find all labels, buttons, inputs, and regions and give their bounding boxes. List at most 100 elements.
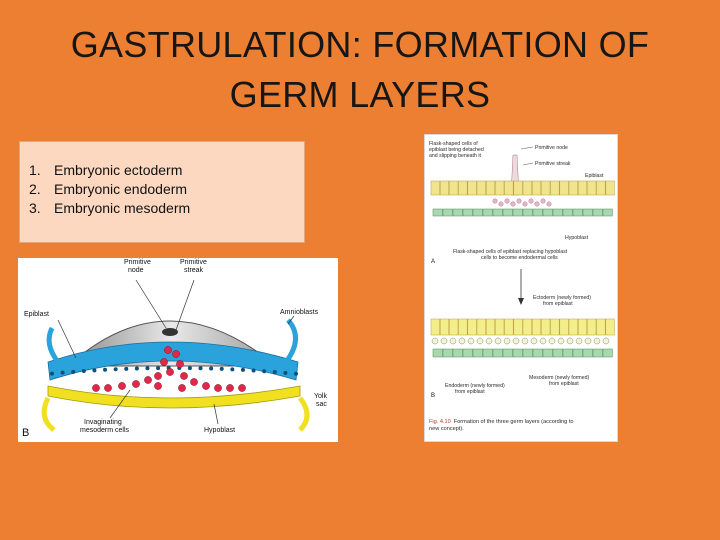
epiblast-cell <box>439 180 450 196</box>
epiblast-nucleus <box>198 366 203 371</box>
endoderm-cell <box>492 348 503 358</box>
hypoblast-cell <box>462 208 473 217</box>
ectoderm-cell <box>522 318 532 336</box>
ectoderm-row <box>430 318 615 336</box>
migrating-cell <box>534 201 540 207</box>
hypoblast-cell <box>522 208 533 217</box>
migrating-cells-a <box>492 198 552 207</box>
mesoderm-cell-b <box>431 337 439 345</box>
pointer-primitive-streak <box>175 279 195 331</box>
endoderm-cell <box>432 348 443 358</box>
slide-title: GASTRULATION: FORMATION OF GERM LAYERS <box>40 20 680 120</box>
endoderm-cell <box>452 348 463 358</box>
mesoderm-cell-b <box>584 337 592 345</box>
migrating-cell <box>522 201 528 207</box>
mesoderm-cell-b <box>539 337 547 345</box>
mesoderm-cell-b <box>494 337 502 345</box>
hypoblast-cell <box>572 208 583 217</box>
mesoderm-cell-b <box>440 337 448 345</box>
epiblast-cell <box>559 180 569 196</box>
mesoderm-cell <box>226 384 234 392</box>
ectoderm-cell <box>531 318 542 336</box>
label-ectoderm: Ectoderm (newly formed)from epiblast <box>533 295 591 307</box>
label-epiblast-a: Epiblast <box>585 173 604 179</box>
hypoblast-layer <box>47 385 301 409</box>
mesoderm-cell-b <box>548 337 556 345</box>
mesoderm-row <box>431 337 610 345</box>
mesoderm-cell-b <box>521 337 529 345</box>
epiblast-cell <box>568 180 578 196</box>
mesoderm-cell-b <box>593 337 601 345</box>
mesoderm-cell <box>190 378 198 386</box>
migrating-cell <box>498 201 504 207</box>
label-endoderm: Endoderm (newly formed)from epiblast <box>445 383 505 395</box>
epiblast-cell <box>587 180 597 196</box>
pointer-amnioblasts <box>287 315 295 325</box>
hypoblast-cell <box>562 208 573 217</box>
list-item: 2.Embryonic endoderm <box>29 180 304 199</box>
mesoderm-cell <box>92 384 100 392</box>
label-panel-b: B <box>22 427 29 439</box>
epiblast-nucleus <box>187 366 192 371</box>
ectoderm-cell <box>485 318 496 336</box>
hypoblast-cell <box>592 208 603 217</box>
ectoderm-cell <box>559 318 569 336</box>
mesoderm-cell-b <box>467 337 475 345</box>
mesoderm-cell <box>214 384 222 392</box>
label-hypoblast-a: Hypoblast <box>565 235 589 241</box>
ectoderm-cell <box>577 318 588 336</box>
ectoderm-cell <box>495 318 505 336</box>
epiblast-cell <box>531 180 542 196</box>
mesoderm-cell-b <box>602 337 610 345</box>
epiblast-nucleus <box>156 366 161 371</box>
epiblast-cell <box>541 180 551 196</box>
epiblast-cell <box>605 180 615 196</box>
endoderm-cell <box>442 348 453 358</box>
list-item-number: 3. <box>29 200 41 216</box>
epiblast-nucleus <box>209 366 214 371</box>
epiblast-cell <box>485 180 496 196</box>
epiblast-nucleus <box>50 371 54 376</box>
hypoblast-cell <box>482 208 493 217</box>
endoderm-cell <box>562 348 573 358</box>
mesoderm-cell-b <box>557 337 565 345</box>
ectoderm-cell <box>439 318 450 336</box>
endoderm-cell <box>592 348 603 358</box>
epiblast-nucleus <box>71 369 76 374</box>
ectoderm-cell <box>504 318 514 336</box>
label-amnioblasts: Amnioblasts <box>280 309 319 316</box>
migrating-cell <box>528 198 534 204</box>
endoderm-cell <box>482 348 493 358</box>
epiblast-cell <box>596 180 606 196</box>
mesoderm-cell-b <box>458 337 466 345</box>
label-flask-replacing: Flask-shaped cells of epiblast replacing… <box>453 249 568 261</box>
epiblast-nucleus <box>81 369 86 374</box>
amnioblast-chain-left <box>46 326 61 364</box>
ectoderm-cell <box>430 318 440 336</box>
ectoderm-cell <box>550 318 560 336</box>
pointer-node-a <box>520 146 534 150</box>
epiblast-nucleus <box>113 367 118 372</box>
hypoblast-cell <box>452 208 463 217</box>
list-item-text: Embryonic mesoderm <box>54 200 191 216</box>
ectoderm-cell <box>476 318 486 336</box>
ectoderm-cell <box>587 318 597 336</box>
ectoderm-cell <box>596 318 606 336</box>
epiblast-nucleus <box>92 368 97 373</box>
epiblast-cell <box>550 180 560 196</box>
epiblast-nucleus <box>103 367 108 372</box>
endoderm-cell <box>512 348 523 358</box>
label-mesoderm: Mesoderm (newly formed)from epiblast <box>529 375 590 387</box>
pointer-epiblast <box>57 319 77 359</box>
endoderm-cell <box>522 348 533 358</box>
hypoblast-cell <box>432 208 443 217</box>
mesoderm-cell <box>180 372 188 380</box>
ectoderm-cell <box>449 318 459 336</box>
endoderm-cell <box>472 348 483 358</box>
epiblast-cell <box>513 180 523 196</box>
hypoblast-cell <box>552 208 563 217</box>
